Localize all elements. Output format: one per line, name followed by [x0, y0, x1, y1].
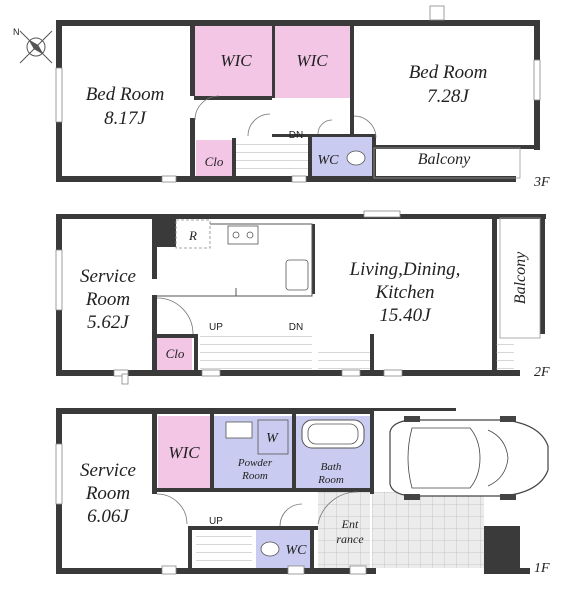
- service-room-2f-size: 5.62J: [87, 312, 130, 333]
- washer-label: W: [266, 431, 279, 446]
- ldk-2f-size: 15.40J: [379, 305, 432, 326]
- stairs-3f: [236, 138, 308, 178]
- stairs-2f: [200, 334, 312, 372]
- service-room-2f-name1: Service: [80, 266, 136, 287]
- car-icon: [389, 416, 549, 500]
- ldk-2f-line1: Living,Dining,: [349, 259, 461, 280]
- porch-tile: [372, 492, 484, 568]
- bath-room-label1: Bath: [321, 461, 342, 473]
- entrance-label1: Ent: [341, 517, 359, 531]
- balcony-3f-label: Balcony: [418, 151, 471, 168]
- stairs-1f: [196, 530, 252, 568]
- entrance-tile: [318, 492, 370, 568]
- fridge-label: R: [188, 228, 197, 243]
- compass-rose: N: [13, 27, 53, 64]
- service-room-2f-name2: Room: [85, 289, 130, 310]
- floor-3f: Bed Room 8.17J WIC WIC Bed Room 7.28J Cl…: [55, 5, 550, 190]
- wic-1f-label: WIC: [168, 443, 200, 462]
- floor-1f: Service Room 6.06J WIC W Powder Room Bat…: [55, 408, 550, 576]
- wic-3f-left: [194, 26, 272, 98]
- service-room-1f-size: 6.06J: [87, 506, 130, 527]
- closet-3f-label: Clo: [205, 154, 224, 169]
- balcony-2f-label: Balcony: [512, 251, 529, 304]
- compass-north-label: N: [13, 27, 20, 37]
- stair-2f-up-label: UP: [209, 322, 223, 333]
- service-room-1f-name1: Service: [80, 460, 136, 481]
- bedroom-3f-right-size: 7.28J: [427, 86, 470, 107]
- wic-1f: [158, 416, 210, 488]
- stair-2f-dn-label: DN: [289, 322, 303, 333]
- wic-3f-right: [274, 26, 350, 98]
- closet-3f: [196, 140, 232, 176]
- wic-3f-left-label: WIC: [220, 51, 252, 70]
- stair-1f-up-label: UP: [209, 516, 223, 527]
- ldk-step: [318, 346, 370, 370]
- entrance-label2: rance: [336, 532, 364, 546]
- wc-3f-label: WC: [318, 153, 340, 168]
- bedroom-3f-right-name: Bed Room: [409, 62, 488, 83]
- powder-room-label1: Powder: [237, 457, 273, 469]
- stair-3f-dn-label: DN: [289, 130, 303, 141]
- service-room-1f-name2: Room: [85, 483, 130, 504]
- bath-room-label2: Room: [317, 474, 344, 486]
- ldk-2f-line2: Kitchen: [374, 282, 434, 303]
- floor-tag-3f: 3F: [533, 175, 550, 190]
- floor-2f: Service Room 5.62J R Living,Dining, Kitc…: [55, 210, 550, 385]
- floor-tag-1f: 1F: [534, 561, 550, 576]
- wc-1f-label: WC: [286, 543, 308, 558]
- closet-2f: [156, 338, 192, 370]
- bedroom-3f-left-name: Bed Room: [86, 84, 165, 105]
- bedroom-3f-left-size: 8.17J: [104, 108, 147, 129]
- wic-3f-right-label: WIC: [296, 51, 328, 70]
- closet-2f-label: Clo: [166, 346, 185, 361]
- floor-tag-2f: 2F: [534, 365, 550, 380]
- powder-room-label2: Room: [241, 470, 268, 482]
